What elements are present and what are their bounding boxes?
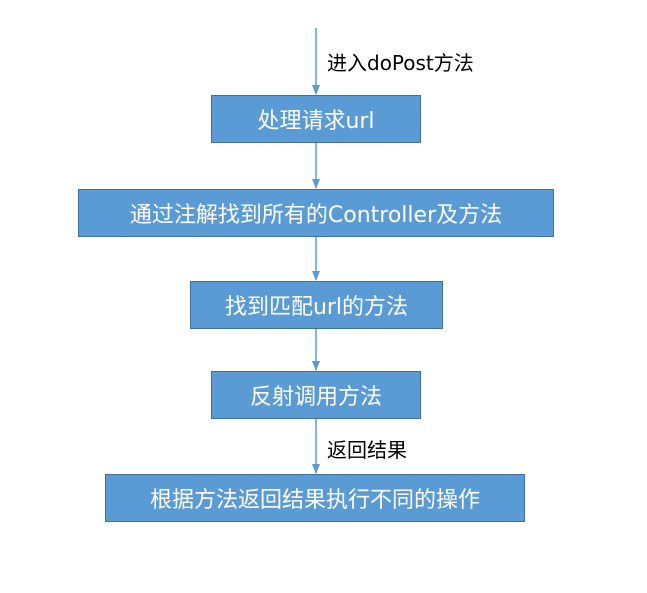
- edge-label-enter-dopost: 进入doPost方法: [327, 51, 474, 75]
- edge-label-return-result: 返回结果: [327, 438, 407, 462]
- node-find-all-controllers: 通过注解找到所有的Controller及方法: [78, 189, 554, 237]
- node-process-request-url: 处理请求url: [211, 95, 421, 143]
- node-handle-by-result: 根据方法返回结果执行不同的操作: [105, 474, 525, 522]
- node-reflect-invoke-method: 反射调用方法: [211, 371, 421, 419]
- node-find-matching-url-method: 找到匹配url的方法: [190, 281, 443, 329]
